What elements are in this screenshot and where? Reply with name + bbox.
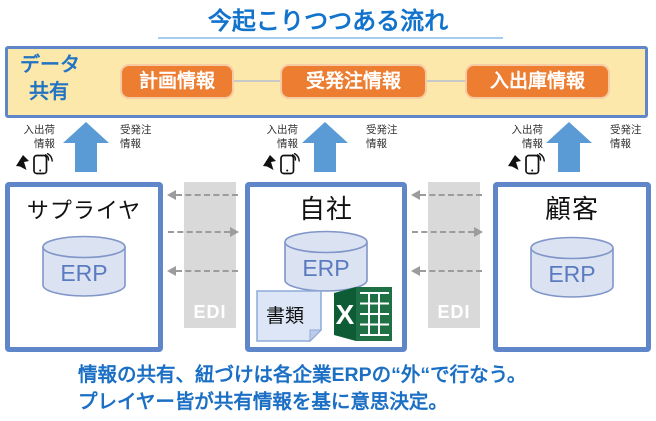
- page-title: 今起こりつつある流れ: [207, 8, 449, 35]
- entity-box-customer: 顧客 ERP: [493, 182, 651, 352]
- mobile-devices-icon: [508, 153, 545, 175]
- entity-title: 自社: [298, 194, 353, 224]
- edi-arrow-left-icon: [411, 266, 482, 276]
- order-info-label: 受発注 情報: [610, 124, 642, 150]
- entity-box-own-company: 自社 ERP 書類 X: [245, 182, 407, 352]
- up-arrow-icon: [63, 122, 109, 172]
- data-share-banner: データ 共有 計画情報 受発注情報 入出庫情報: [5, 46, 648, 118]
- footer-line1: 情報の共有、紐づけは各企業ERPの“外“で行なう。: [78, 364, 527, 386]
- arrowhead-right-icon: [474, 227, 483, 237]
- document-note: 書類: [256, 290, 322, 342]
- shipping-info-label: 入出荷 情報: [266, 124, 299, 150]
- erp-database-icon: ERP: [530, 236, 614, 298]
- mobile-devices-icon: [263, 153, 300, 175]
- note-shape-icon: [256, 290, 322, 342]
- edi-arrow-left-icon: [167, 190, 238, 200]
- smartphone-icon: [33, 154, 48, 175]
- entity-box-supplier: サプライヤ ERP: [5, 182, 163, 352]
- arrowhead-left-icon: [411, 266, 420, 276]
- erp-label: ERP: [548, 261, 595, 287]
- edi-arrow-left-icon: [411, 190, 482, 200]
- edi-label: EDI: [193, 302, 227, 322]
- shipping-info-label: 入出荷 情報: [511, 124, 544, 150]
- edi-band: EDI: [184, 182, 236, 328]
- shipping-info-label: 入出荷 情報: [23, 124, 56, 150]
- pill-inventory-info: 入出庫情報: [465, 64, 610, 99]
- document-label: 書類: [265, 306, 304, 327]
- signal-wave-icon: [46, 153, 53, 162]
- order-info-label: 受発注 情報: [120, 124, 152, 150]
- erp-label: ERP: [302, 255, 349, 281]
- up-arrow-icon: [546, 122, 592, 172]
- arrowhead-right-icon: [230, 227, 239, 237]
- edi-label: EDI: [437, 302, 471, 322]
- up-arrow-icon: [302, 122, 348, 172]
- excel-letter: X: [336, 299, 355, 330]
- footer-note: 情報の共有、紐づけは各企業ERPの“外“で行なう。 プレイヤー皆が共有情報を基に…: [78, 362, 526, 416]
- edi-arrow-left-icon: [167, 266, 238, 276]
- data-share-label-line1: データ: [20, 54, 80, 76]
- footer-line2: プレイヤー皆が共有情報を基に意思決定。: [78, 390, 448, 413]
- erp-label: ERP: [60, 260, 107, 286]
- order-info-label: 受発注 情報: [366, 124, 398, 150]
- edi-band: EDI: [428, 182, 480, 328]
- data-share-label: データ 共有: [20, 52, 80, 106]
- arrowhead-left-icon: [167, 266, 176, 276]
- edi-arrow-right-icon: [168, 227, 239, 237]
- mobile-devices-icon: [16, 153, 53, 175]
- edi-arrow-right-icon: [412, 227, 483, 237]
- entity-title: 顧客: [544, 194, 599, 224]
- arrowhead-left-icon: [411, 190, 420, 200]
- erp-database-icon: ERP: [284, 230, 368, 292]
- pill-plan-info: 計画情報: [120, 64, 234, 99]
- entity-title: サプライヤ: [26, 198, 142, 223]
- excel-icon: X: [334, 287, 392, 341]
- signal-wave-icon: [44, 154, 50, 161]
- arrowhead-left-icon: [167, 190, 176, 200]
- pill-order-info: 受発注情報: [280, 64, 427, 99]
- pill-connector: [234, 80, 280, 82]
- send-icon: [16, 155, 29, 170]
- title-underline: [158, 37, 503, 39]
- pill-connector: [427, 80, 465, 82]
- erp-database-icon: ERP: [42, 235, 126, 297]
- data-share-label-line2: 共有: [29, 81, 69, 103]
